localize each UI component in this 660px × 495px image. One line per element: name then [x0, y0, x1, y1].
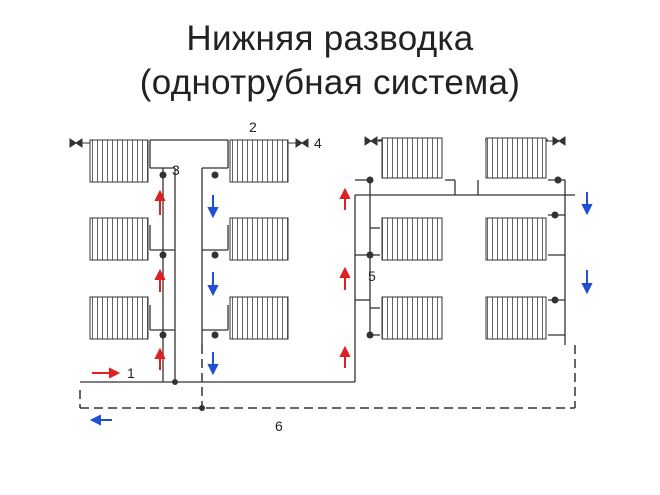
label-3: 3	[172, 162, 180, 178]
radiator	[89, 139, 149, 183]
radiator	[381, 137, 443, 179]
radiator	[485, 296, 547, 340]
label-4: 4	[314, 135, 322, 151]
page-subtitle: (однотрубная система)	[139, 63, 521, 102]
label-6: 6	[275, 418, 283, 434]
radiators	[89, 137, 547, 340]
label-5: 5	[368, 268, 376, 284]
return-pipes	[79, 345, 576, 409]
valves	[69, 136, 566, 411]
radiator	[229, 217, 289, 261]
label-2: 2	[249, 119, 257, 135]
radiator	[229, 296, 289, 340]
radiator	[381, 296, 443, 340]
return-arrows	[89, 192, 593, 426]
supply-arrows	[92, 187, 351, 379]
radiator	[381, 217, 443, 261]
pipes	[80, 139, 575, 383]
label-1: 1	[127, 365, 135, 381]
radiator	[89, 217, 149, 261]
radiator	[89, 296, 149, 340]
page-title: Нижняя разводка	[186, 19, 474, 58]
radiator	[485, 137, 547, 179]
radiator	[229, 139, 289, 183]
radiator	[485, 217, 547, 261]
